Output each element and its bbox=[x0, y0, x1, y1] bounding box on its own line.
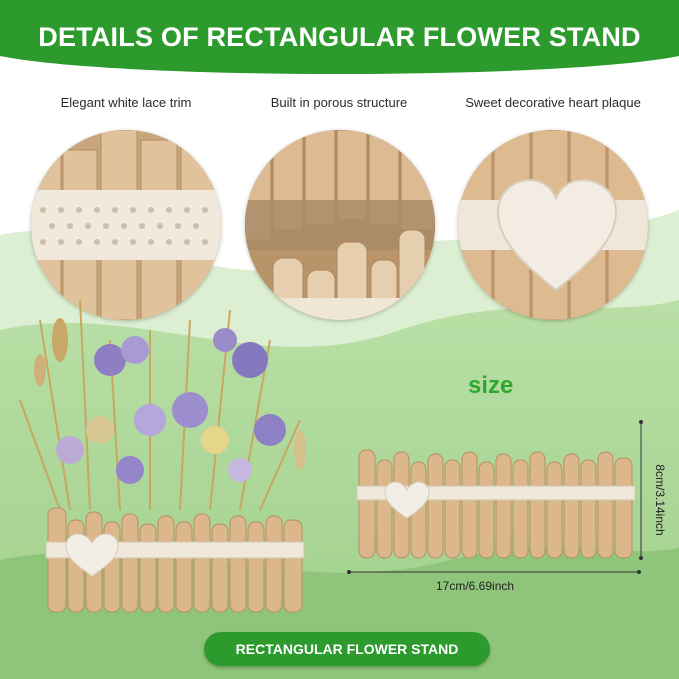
caption-porous: Built in porous structure bbox=[270, 95, 408, 110]
caption-lace: Elegant white lace trim bbox=[60, 95, 192, 110]
width-dimension-label: 17cm/6.69inch bbox=[436, 579, 515, 593]
product-name-text: RECTANGULAR FLOWER STAND bbox=[235, 641, 459, 657]
height-dimension-label: 8cm/3.14inch bbox=[653, 464, 667, 536]
page-title: DETAILS OF RECTANGULAR FLOWER STAND bbox=[38, 22, 641, 52]
size-label: size bbox=[468, 372, 514, 399]
product-name-badge: RECTANGULAR FLOWER STAND bbox=[204, 632, 490, 666]
detail-circle-lace bbox=[31, 130, 221, 320]
heart-plaque-icon bbox=[496, 178, 618, 292]
flower-stand-size-photo bbox=[347, 420, 643, 574]
detail-circle-heart bbox=[458, 130, 648, 320]
flower-stand-photo bbox=[19, 299, 306, 613]
header-banner bbox=[0, 0, 679, 74]
caption-heart: Sweet decorative heart plaque bbox=[465, 95, 641, 110]
